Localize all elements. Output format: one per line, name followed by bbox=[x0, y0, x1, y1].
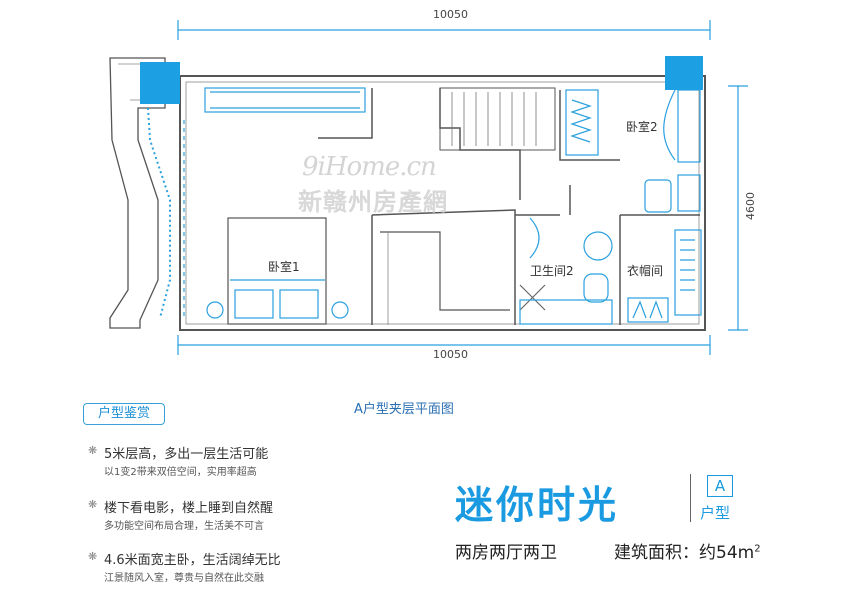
chair bbox=[644, 179, 672, 213]
watermark-chinese: 新赣州房產網 bbox=[298, 188, 448, 216]
area-text: 建筑面积：约54m bbox=[614, 543, 755, 563]
feature-badge: 户型鉴赏 bbox=[83, 403, 165, 425]
bed-1 bbox=[227, 217, 327, 325]
dimension-right: 4600 bbox=[744, 192, 757, 220]
dimension-bottom: 10050 bbox=[433, 348, 468, 361]
lamp-left bbox=[206, 301, 224, 319]
area-superscript: 2 bbox=[754, 543, 761, 555]
type-divider bbox=[690, 474, 743, 522]
room-label-bedroom1: 卧室1 bbox=[268, 260, 300, 274]
snowflake-icon: ❋ bbox=[88, 498, 98, 511]
type-letter: A bbox=[707, 475, 733, 497]
watermark-latin: 9iHome.cn bbox=[302, 152, 437, 182]
snowflake-icon: ❋ bbox=[88, 444, 98, 457]
wardrobe-top bbox=[204, 87, 366, 113]
feature-item: ❋ 5米层高，多出一层生活可能 以1变2带来双倍空间，实用率超高 bbox=[88, 443, 408, 479]
feature-heading: 楼下看电影，楼上睡到自然醒 bbox=[104, 501, 274, 516]
layout-summary: 两房两厅两卫 bbox=[455, 543, 557, 563]
outer-wall bbox=[179, 75, 706, 331]
feature-sub: 多功能空间布局合理，生活美不可言 bbox=[104, 521, 264, 532]
room-label-cloakroom: 衣帽间 bbox=[627, 264, 664, 278]
column-block-left bbox=[140, 62, 180, 104]
feature-item: ❋ 4.6米面宽主卧，生活阔绰无比 江景随风入室，尊贵与自然在此交融 bbox=[88, 549, 408, 585]
feature-sub: 以1变2带来双倍空间，实用率超高 bbox=[104, 467, 257, 478]
balcony bbox=[109, 57, 166, 329]
feature-item: ❋ 楼下看电影，楼上睡到自然醒 多功能空间布局合理，生活美不可言 bbox=[88, 497, 408, 533]
room-label-bedroom2: 卧室2 bbox=[626, 120, 658, 134]
type-label: 户型 bbox=[700, 504, 731, 522]
column-block-right bbox=[665, 56, 703, 90]
wardrobe-right bbox=[565, 89, 599, 156]
area-label: 建筑面积：约54m2 bbox=[614, 538, 761, 563]
room-label-bathroom2: 卫生间2 bbox=[530, 264, 574, 278]
main-title: 迷你时光 bbox=[455, 483, 620, 527]
plan-caption: A户型夹层平面图 bbox=[354, 402, 454, 417]
dimension-top: 10050 bbox=[433, 8, 468, 21]
wardrobe-cloak bbox=[674, 229, 702, 316]
feature-heading: 5米层高，多出一层生活可能 bbox=[104, 447, 269, 462]
snowflake-icon: ❋ bbox=[88, 550, 98, 563]
sink bbox=[583, 231, 613, 261]
toilet bbox=[583, 273, 609, 303]
feature-heading: 4.6米面宽主卧，生活阔绰无比 bbox=[104, 553, 281, 568]
feature-sub: 江景随风入室，尊贵与自然在此交融 bbox=[104, 573, 264, 584]
lamp-right bbox=[331, 301, 349, 319]
